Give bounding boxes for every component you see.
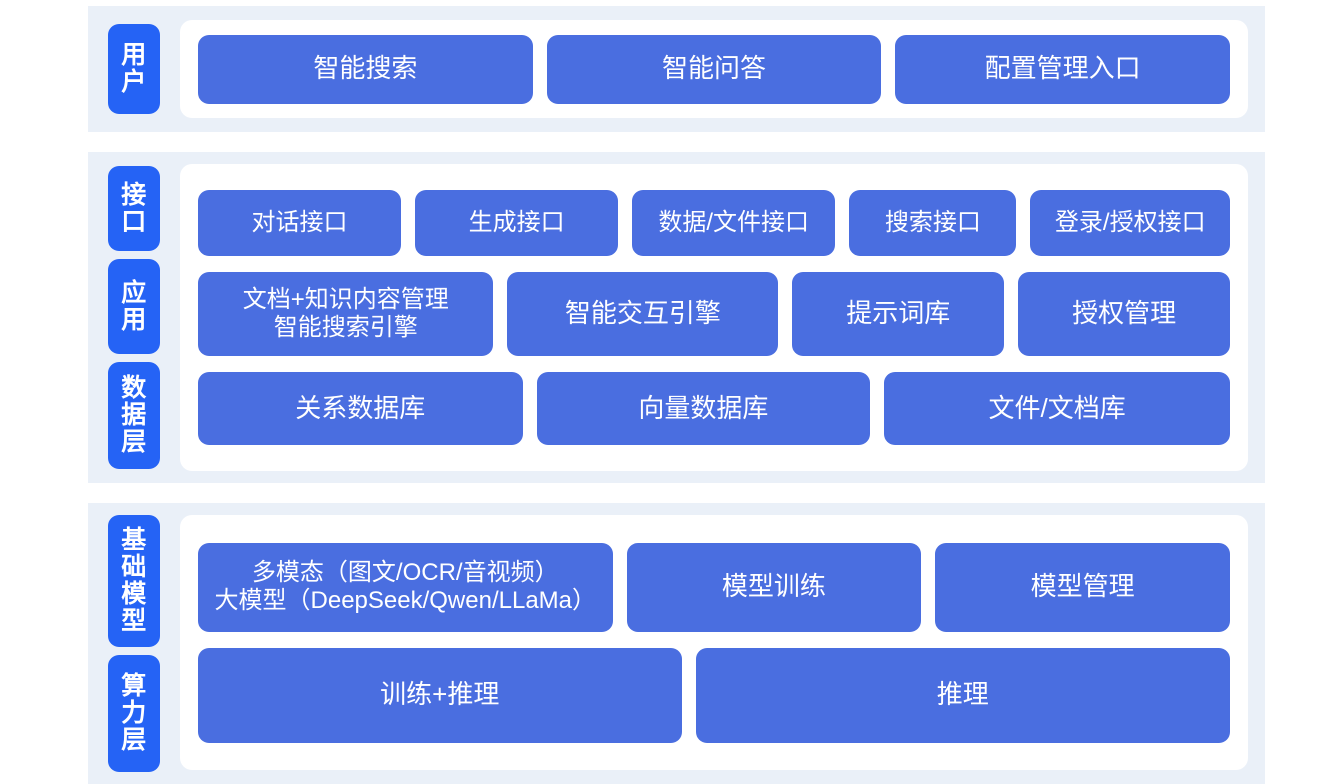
rail-chip-interface-char-0: 接 <box>121 180 147 209</box>
box-data-file-api[interactable]: 数据/文件接口 <box>632 190 836 256</box>
rail-chip-foundation-model-char-0: 基 <box>121 526 147 555</box>
box-intelligent-qa[interactable]: 智能问答 <box>546 34 882 104</box>
card-middle: 对话接口 生成接口 数据/文件接口 搜索接口 登录/授权接口 文档+知识内容管理… <box>180 164 1248 471</box>
row-data: 关系数据库 向量数据库 文件/文档库 <box>198 372 1230 445</box>
box-multimodal-large-model[interactable]: 多模态（图文/OCR/音视频） 大模型（DeepSeek/Qwen/LLaMa） <box>198 542 613 632</box>
rail-chip-application-char-0: 应 <box>121 278 147 307</box>
rail-chip-compute-layer-char-0: 算 <box>121 672 147 701</box>
box-inference[interactable]: 推理 <box>695 647 1230 743</box>
row-compute: 训练+推理 推理 <box>198 647 1230 743</box>
row-model: 多模态（图文/OCR/音视频） 大模型（DeepSeek/Qwen/LLaMa）… <box>198 542 1230 632</box>
box-dialog-api[interactable]: 对话接口 <box>198 190 402 256</box>
rail-base: 基 础 模 型 算 力 层 <box>88 503 180 784</box>
box-doc-knowledge-search-engine[interactable]: 文档+知识内容管理 智能搜索引擎 <box>198 272 494 356</box>
box-authorization-management[interactable]: 授权管理 <box>1018 272 1230 356</box>
box-relational-database[interactable]: 关系数据库 <box>198 372 523 445</box>
rail-chip-data-layer-char-2: 层 <box>121 428 147 457</box>
rail-chip-data-layer: 数 据 层 <box>108 362 160 469</box>
row-user: 智能搜索 智能问答 配置管理入口 <box>198 34 1231 104</box>
rail-chip-application: 应 用 <box>108 259 160 355</box>
band-user: 用 户 智能搜索 智能问答 配置管理入口 <box>88 6 1265 132</box>
band-base: 基 础 模 型 算 力 层 多模态（图文/OCR/音视频） 大模型（DeepSe… <box>88 503 1265 784</box>
rail-chip-data-layer-char-0: 数 <box>121 374 147 403</box>
rail-chip-compute-layer-char-1: 力 <box>121 699 147 728</box>
row-interface: 对话接口 生成接口 数据/文件接口 搜索接口 登录/授权接口 <box>198 190 1230 256</box>
rail-middle: 接 口 应 用 数 据 层 <box>88 152 180 483</box>
rail-chip-user: 用 户 <box>108 24 160 114</box>
box-model-management[interactable]: 模型管理 <box>935 542 1230 632</box>
rail-chip-interface: 接 口 <box>108 166 160 252</box>
box-login-auth-api[interactable]: 登录/授权接口 <box>1030 190 1230 256</box>
rail-chip-user-char-1: 户 <box>121 68 147 96</box>
box-model-training[interactable]: 模型训练 <box>626 542 922 632</box>
rail-chip-application-char-1: 用 <box>121 305 147 334</box>
rail-user: 用 户 <box>88 6 180 132</box>
box-search-api[interactable]: 搜索接口 <box>849 190 1017 256</box>
rail-chip-interface-char-1: 口 <box>121 207 147 236</box>
rail-chip-data-layer-char-1: 据 <box>121 401 147 430</box>
rail-chip-foundation-model-char-3: 型 <box>121 607 147 636</box>
box-training-plus-inference[interactable]: 训练+推理 <box>198 647 682 743</box>
rail-chip-foundation-model: 基 础 模 型 <box>108 515 160 648</box>
box-vector-database[interactable]: 向量数据库 <box>536 372 871 445</box>
rail-chip-compute-layer: 算 力 层 <box>108 655 160 772</box>
row-application: 文档+知识内容管理 智能搜索引擎 智能交互引擎 提示词库 授权管理 <box>198 272 1230 356</box>
box-intelligent-interaction-engine[interactable]: 智能交互引擎 <box>507 272 779 356</box>
card-user: 智能搜索 智能问答 配置管理入口 <box>180 20 1248 118</box>
box-prompt-library[interactable]: 提示词库 <box>792 272 1005 356</box>
rail-chip-user-char-0: 用 <box>121 41 147 69</box>
box-config-management-entry[interactable]: 配置管理入口 <box>895 34 1231 104</box>
rail-chip-foundation-model-char-2: 模 <box>121 580 147 609</box>
card-base: 多模态（图文/OCR/音视频） 大模型（DeepSeek/Qwen/LLaMa）… <box>180 515 1248 770</box>
box-file-document-store[interactable]: 文件/文档库 <box>884 372 1230 445</box>
box-generation-api[interactable]: 生成接口 <box>415 190 619 256</box>
band-middle: 接 口 应 用 数 据 层 对话接口 生成接口 数据/文件接口 搜索接口 登录/… <box>88 152 1265 483</box>
rail-chip-compute-layer-char-2: 层 <box>121 726 147 755</box>
box-intelligent-search[interactable]: 智能搜索 <box>198 34 533 104</box>
rail-chip-foundation-model-char-1: 础 <box>121 553 147 582</box>
